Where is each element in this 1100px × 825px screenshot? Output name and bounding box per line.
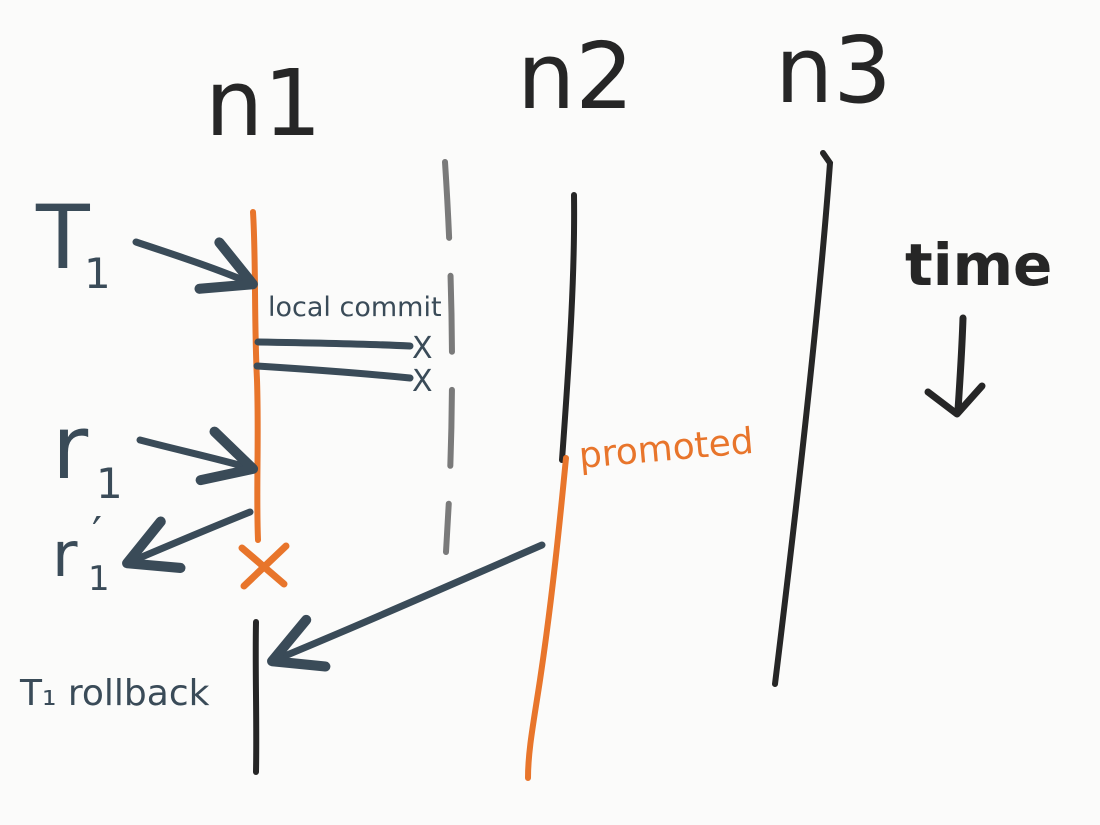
r1-prime-label: r <box>52 518 78 591</box>
local-commit-label: local commit <box>268 292 442 323</box>
t1-subscript: 1 <box>84 249 111 298</box>
n1-leader-timeline <box>250 209 261 543</box>
r1-label: r <box>52 396 89 499</box>
rollback-label: T₁ rollback <box>19 673 210 714</box>
n1-follower-timeline <box>252 619 260 775</box>
replication-failed-mark-2: X <box>412 364 433 399</box>
n2-follower-timeline <box>559 192 578 463</box>
promoted-label: promoted <box>577 421 755 477</box>
r1-prime-subscript: 1 <box>88 559 110 599</box>
replication-failed-mark-1: X <box>412 331 433 366</box>
time-arrow-shaft <box>954 314 967 414</box>
rollback-arrow <box>267 541 546 672</box>
time-arrow-head <box>924 382 986 418</box>
r1-prime-response-arrow <box>122 508 254 573</box>
replication-message-to-n2 <box>254 338 414 350</box>
time-label: time <box>905 231 1052 299</box>
n3-timeline <box>772 150 834 687</box>
r1-subscript: 1 <box>96 459 123 508</box>
t1-request-arrow <box>132 237 258 294</box>
node-label-n3: n3 <box>775 17 892 124</box>
node-label-n1: n1 <box>205 50 322 157</box>
network-partition-line <box>442 159 455 555</box>
node-label-n2: n2 <box>517 23 634 130</box>
n2-leader-timeline <box>525 455 569 781</box>
t1-label: T <box>35 186 91 289</box>
replication-message-to-n3 <box>253 362 414 382</box>
r1-read-arrow <box>136 426 259 486</box>
n1-crash-mark <box>238 542 290 590</box>
r1-prime-mark: ′ <box>92 508 102 559</box>
